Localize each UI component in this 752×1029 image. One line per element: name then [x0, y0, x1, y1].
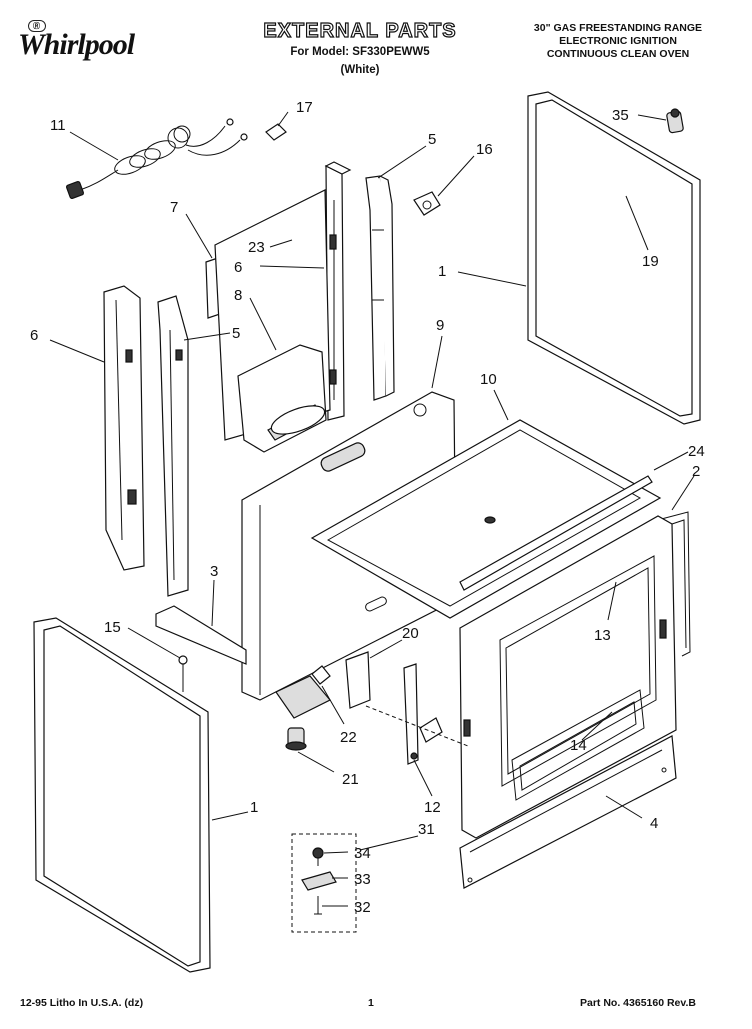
leader-lines — [49, 111, 695, 907]
hardware-kit-31-box — [291, 833, 357, 933]
screw-15-part — [178, 655, 188, 692]
oven-front-frame-13-part — [459, 515, 677, 839]
callout-5-lower: 5 — [232, 325, 240, 342]
kick-plate-4-part — [459, 735, 677, 889]
callout-24: 24 — [688, 443, 705, 460]
bracket-20-part — [345, 651, 371, 709]
callout-14: 14 — [570, 737, 587, 754]
power-cord-part — [65, 118, 248, 200]
description-line-2: ELECTRONIC IGNITION — [559, 35, 677, 47]
callout-33: 33 — [354, 871, 371, 888]
front-rail-right-part — [365, 175, 395, 401]
whirlpool-logo: Ⓡ Whirlpool — [18, 20, 158, 66]
callout-23: 23 — [248, 239, 265, 256]
side-rail-left-part — [103, 285, 145, 571]
callout-13: 13 — [594, 627, 611, 644]
callout-22: 22 — [340, 729, 357, 746]
callout-32: 32 — [354, 899, 371, 916]
trim-strip-3-part — [155, 605, 247, 665]
description-line-1: 30" GAS FREESTANDING RANGE — [533, 22, 703, 34]
callout-16: 16 — [476, 141, 493, 158]
strip-24-part — [459, 475, 653, 591]
model-line: For Model: SF330PEWW5 — [290, 46, 430, 58]
callout-31: 31 — [418, 821, 435, 838]
callout-6-lower: 6 — [30, 327, 38, 344]
color-line: (White) — [340, 64, 380, 76]
page-title: EXTERNAL PARTS — [263, 19, 457, 42]
callout-17: 17 — [296, 99, 313, 116]
cooktop-tray-10-part — [310, 419, 662, 619]
footer-litho: 12-95 Litho In U.S.A. (dz) — [20, 997, 144, 1009]
side-panel-right-part — [527, 91, 701, 425]
callout-11: 11 — [50, 117, 66, 134]
callout-21: 21 — [342, 771, 359, 788]
callout-1-lower: 1 — [250, 799, 258, 816]
callout-20: 20 — [402, 625, 419, 642]
callout-8: 8 — [234, 287, 242, 304]
footer-part-number: Part No. 4365160 Rev.B — [580, 997, 696, 1009]
leveling-leg-21-part — [285, 727, 307, 751]
igniter-22-part — [275, 665, 331, 719]
callout-6-upper: 6 — [234, 259, 242, 276]
callout-5-upper: 5 — [428, 131, 436, 148]
side-rail-rear-part — [324, 161, 352, 421]
callout-2: 2 — [692, 463, 700, 480]
bracket-16-part — [413, 191, 441, 216]
callout-3: 3 — [210, 563, 218, 580]
callout-35: 35 — [612, 107, 629, 124]
callout-12: 12 — [424, 799, 441, 816]
callout-4: 4 — [650, 815, 658, 832]
product-description: 30" GAS FREESTANDING RANGE ELECTRONIC IG… — [508, 22, 728, 61]
footer-page-number: 1 — [368, 997, 374, 1009]
callout-15: 15 — [104, 619, 121, 636]
front-rail-left-part — [157, 295, 189, 597]
callout-10: 10 — [480, 371, 497, 388]
broiler-opening-14-part — [511, 689, 645, 801]
callout-34: 34 — [354, 845, 371, 862]
door-hinge-12-part — [403, 663, 443, 765]
callout-labels: 11 17 35 16 5 7 23 6 19 1 8 6 5 9 10 24 … — [30, 99, 705, 916]
callout-19: 19 — [642, 253, 659, 270]
screw-35-part — [666, 108, 684, 134]
description-line-3: CONTINUOUS CLEAN OVEN — [546, 48, 690, 60]
brand-wordmark: Whirlpool — [18, 28, 135, 61]
callout-1-upper: 1 — [438, 263, 446, 280]
logo-badge: Ⓡ — [28, 20, 46, 32]
callout-9: 9 — [436, 317, 444, 334]
clip-17-part — [265, 123, 287, 141]
vent-duct-8-part — [237, 344, 327, 453]
side-panel-left-part — [33, 617, 211, 973]
callout-7: 7 — [170, 199, 178, 216]
